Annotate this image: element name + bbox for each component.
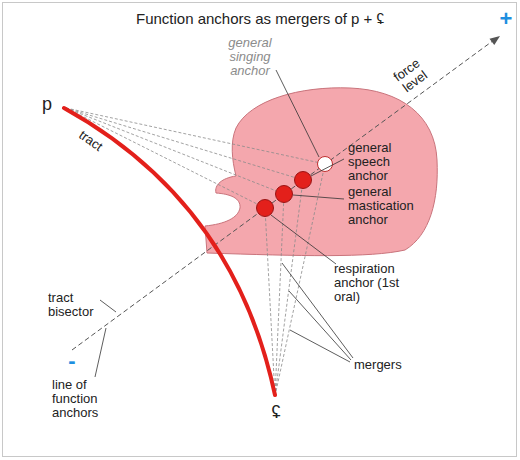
merger-line	[275, 164, 325, 396]
callout-label: general speech anchor	[348, 141, 418, 183]
leader-line	[95, 328, 106, 377]
anchor-dot	[276, 186, 293, 203]
leader-line	[276, 70, 319, 157]
tract-curve	[64, 108, 275, 395]
part-label: tract	[77, 128, 106, 154]
leader-line	[293, 195, 344, 199]
frame	[3, 3, 517, 457]
callout-label: respiration anchor (1st oral)	[334, 262, 409, 304]
point-label: p	[42, 94, 52, 114]
merger-line	[66, 108, 265, 208]
leader-lines	[95, 70, 353, 377]
leader-line	[311, 159, 344, 176]
merger-line	[275, 194, 284, 396]
merger-line	[66, 108, 284, 194]
leader-line	[290, 330, 350, 362]
callout-label: tract bisector	[48, 291, 104, 319]
leader-line	[100, 300, 116, 312]
head-outline	[205, 88, 437, 256]
anchor-dot	[257, 200, 274, 217]
merger-lines	[66, 108, 325, 396]
singing-anchor-dot	[318, 157, 333, 172]
polarity-sign: -	[68, 349, 75, 373]
point-label: ʢ	[272, 402, 281, 422]
callout-label: mergers	[354, 358, 414, 372]
anchor-dot	[295, 172, 312, 189]
axis-label: force level	[387, 53, 436, 99]
callout-label: general singing anchor	[220, 36, 280, 78]
arrowhead	[490, 36, 501, 45]
polarity-sign: +	[500, 7, 513, 31]
merger-line	[66, 108, 325, 164]
merger-line	[275, 180, 303, 396]
tract-bisector-line	[72, 40, 494, 350]
merger-line	[66, 108, 303, 180]
callout-label: line of function anchors	[52, 378, 114, 420]
callout-label: general mastication anchor	[348, 185, 428, 227]
leader-line	[271, 215, 336, 264]
diagram-title: Function anchors as mergers of p + ʢ	[136, 10, 384, 28]
